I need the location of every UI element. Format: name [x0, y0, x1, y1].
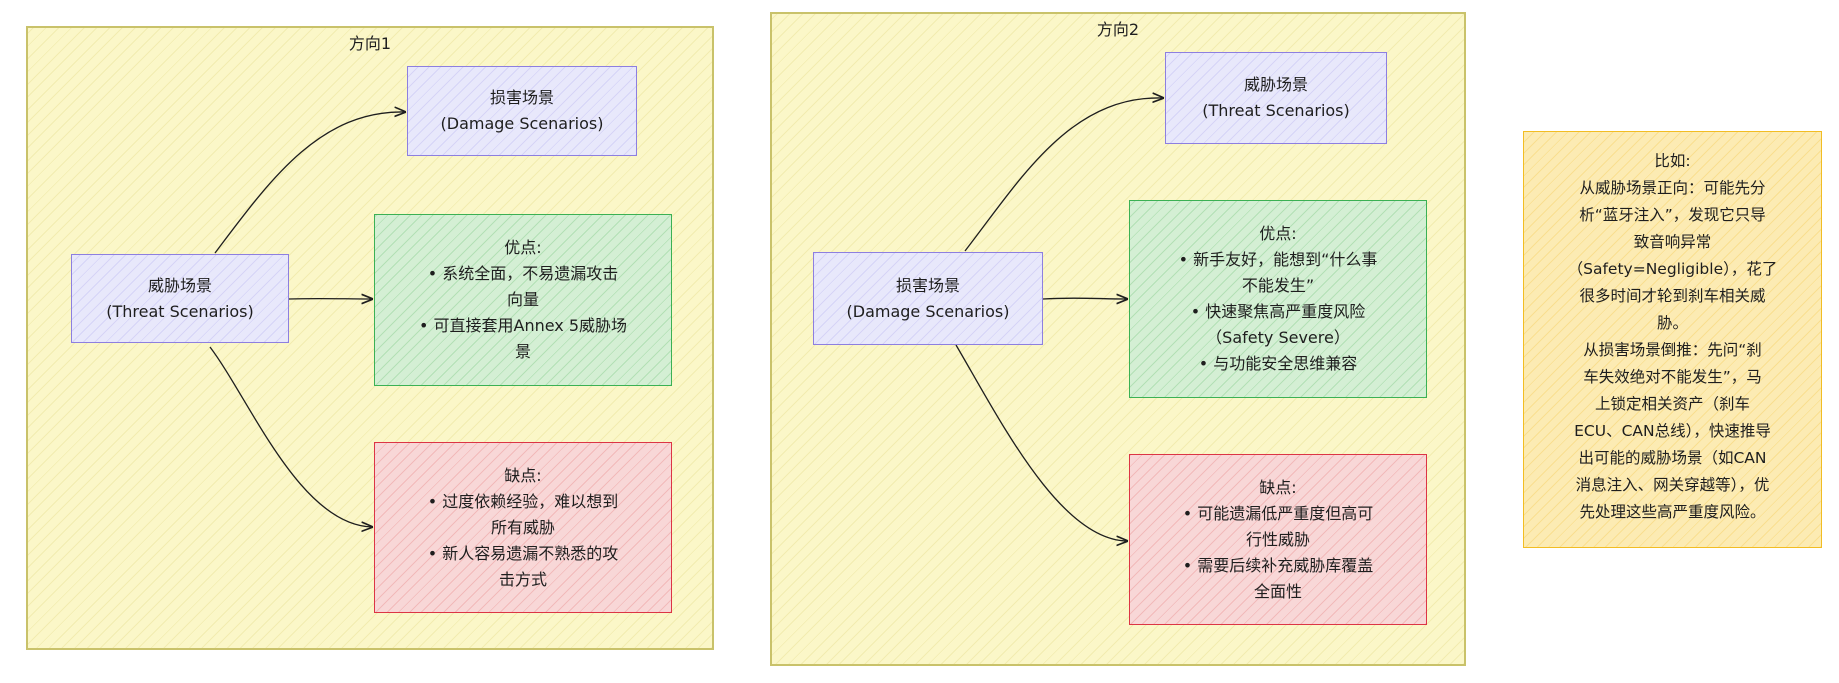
pros-line: • 快速聚焦高严重度风险	[1190, 302, 1366, 321]
pros-line: 向量	[506, 290, 539, 309]
note-line: 从威胁场景正向：可能先分	[1579, 179, 1766, 197]
cons-line: 击方式	[498, 569, 547, 589]
cons-line: 行性威胁	[1245, 529, 1310, 549]
pros-line: • 与功能安全思维兼容	[1198, 354, 1358, 373]
cons-line: 所有威胁	[490, 517, 555, 537]
node-title: 威胁场景	[147, 275, 212, 295]
node-subtitle: (Damage Scenarios)	[440, 114, 604, 133]
example-note: 比如: 从威胁场景正向：可能先分 析“蓝牙注入”，发现它只导 致音响异常 （Sa…	[1523, 131, 1822, 548]
node-title: 损害场景	[895, 275, 960, 295]
pros-line: • 新手友好，能想到“什么事	[1178, 250, 1378, 269]
node-damage-scenarios: 损害场景 (Damage Scenarios)	[813, 252, 1043, 345]
cons-line: • 过度依赖经验，难以想到	[427, 491, 619, 511]
cons-box: 缺点: • 过度依赖经验，难以想到 所有威胁 • 新人容易遗漏不熟悉的攻 击方式	[374, 442, 672, 613]
pros-heading: 优点:	[1259, 224, 1297, 243]
pros-box: 优点: • 系统全面，不易遗漏攻击 向量 • 可直接套用Annex 5威胁场 景	[374, 214, 672, 386]
frame-title: 方向1	[348, 34, 392, 53]
node-subtitle: (Threat Scenarios)	[1202, 101, 1350, 120]
node-damage-scenarios: 损害场景 (Damage Scenarios)	[407, 66, 637, 156]
note-line: 先处理这些高严重度风险。	[1579, 503, 1766, 521]
note-line: 车失效绝对不能发生”，马	[1583, 368, 1762, 386]
note-line: 致音响异常	[1633, 233, 1712, 251]
pros-heading: 优点:	[504, 238, 542, 257]
cons-line: • 需要后续补充威胁库覆盖	[1182, 555, 1374, 575]
node-subtitle: (Threat Scenarios)	[106, 301, 254, 321]
pros-line: （Safety Severe）	[1206, 328, 1350, 347]
cons-line: • 新人容易遗漏不熟悉的攻	[427, 543, 619, 563]
pros-line: 景	[514, 342, 531, 361]
note-line: 比如:	[1654, 152, 1691, 170]
cons-line: 全面性	[1253, 581, 1302, 601]
frame-title: 方向2	[1096, 20, 1140, 39]
note-line: ECU、CAN总线），快速推导	[1574, 422, 1771, 440]
node-threat-scenarios: 威胁场景 (Threat Scenarios)	[1165, 52, 1387, 144]
cons-box: 缺点: • 可能遗漏低严重度但高可 行性威胁 • 需要后续补充威胁库覆盖 全面性	[1129, 454, 1427, 625]
pros-line: • 系统全面，不易遗漏攻击	[427, 264, 619, 283]
cons-heading: 缺点:	[504, 465, 542, 485]
note-line: 消息注入、网关穿越等），优	[1575, 476, 1770, 494]
note-line: 出可能的威胁场景（如CAN	[1578, 449, 1767, 467]
node-title: 损害场景	[489, 88, 554, 107]
note-line: 胁。	[1656, 314, 1688, 332]
node-title: 威胁场景	[1243, 75, 1308, 94]
pros-box: 优点: • 新手友好，能想到“什么事 不能发生” • 快速聚焦高严重度风险 （S…	[1129, 200, 1427, 398]
note-line: （Safety=Negligible），花了	[1567, 260, 1778, 278]
pros-line: • 可直接套用Annex 5威胁场	[418, 316, 628, 335]
node-subtitle: (Damage Scenarios)	[846, 301, 1010, 321]
cons-line: • 可能遗漏低严重度但高可	[1182, 503, 1374, 523]
note-line: 很多时间才轮到刹车相关威	[1579, 287, 1766, 305]
pros-line: 不能发生”	[1241, 276, 1315, 295]
note-line: 析“蓝牙注入”，发现它只导	[1579, 206, 1766, 224]
note-line: 上锁定相关资产（刹车	[1594, 395, 1750, 413]
note-line: 从损害场景倒推：先问“刹	[1583, 341, 1762, 359]
node-threat-scenarios: 威胁场景 (Threat Scenarios)	[71, 254, 289, 343]
cons-heading: 缺点:	[1259, 477, 1297, 497]
